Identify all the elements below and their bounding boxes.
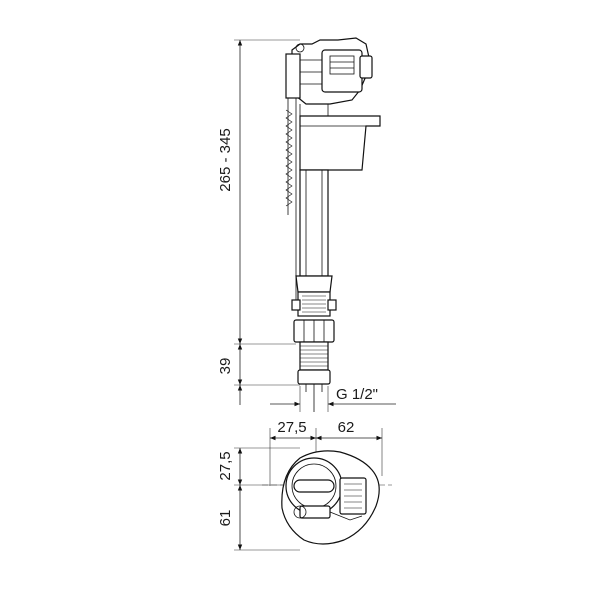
plan-offset-label: 27,5: [277, 419, 306, 436]
valve-head: [285, 37, 373, 105]
total-height-label: 265 - 345: [217, 128, 234, 191]
thread-height-label: 39: [217, 358, 234, 375]
height-adjust-clip: [291, 291, 337, 317]
plan-body: [281, 450, 380, 545]
valve-tube: [295, 169, 333, 293]
plan-depth-top-label: 27,5: [217, 451, 234, 480]
dimension-total-height: 265 - 345: [217, 39, 300, 345]
dimension-thread-size: G 1/2": [270, 386, 396, 412]
plan-depth-bottom-label: 61: [217, 510, 234, 527]
threaded-shank: [297, 341, 331, 412]
plan-width-label: 62: [338, 419, 355, 436]
dimension-plan-width: 62: [316, 419, 382, 441]
adjustment-spring: [285, 98, 297, 300]
side-elevation-view: 265 - 345 39 G 1/2": [217, 37, 396, 412]
dimension-thread-height: 39: [217, 344, 300, 405]
thread-size-label: G 1/2": [336, 386, 378, 403]
float-cup: [299, 104, 381, 171]
dimension-plan-depth-bottom: 61: [217, 485, 300, 551]
plan-view: 27,5 62 27,5 61: [217, 419, 392, 551]
locknut: [293, 319, 335, 343]
